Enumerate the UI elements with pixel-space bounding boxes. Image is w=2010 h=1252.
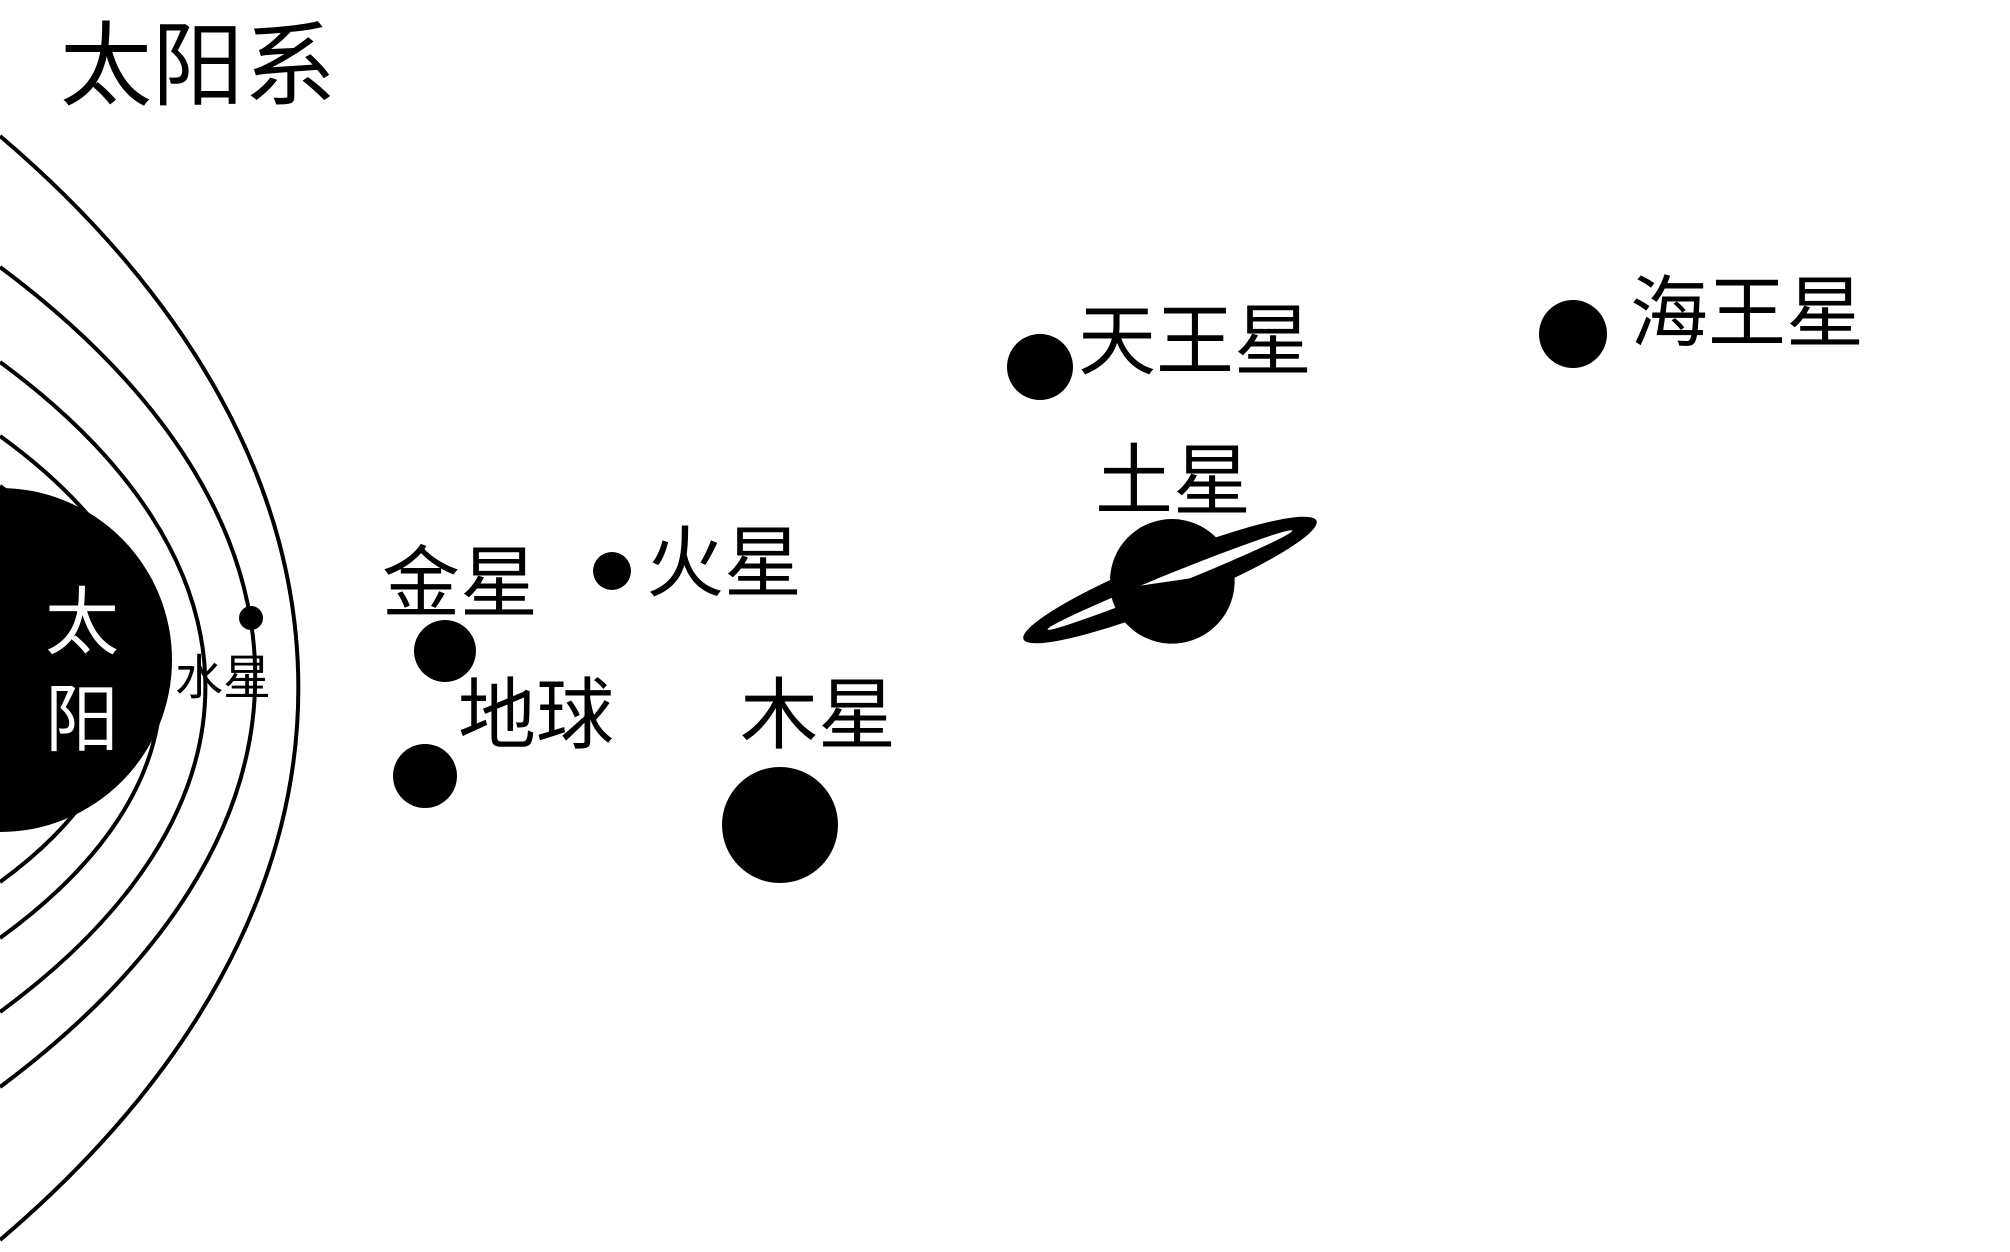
planet-mars: 火星 (593, 519, 802, 609)
saturn-label: 土星 (1095, 437, 1251, 527)
mars-body (593, 552, 631, 590)
diagram-title: 太阳系 (60, 13, 336, 120)
mars-label: 火星 (646, 519, 802, 609)
saturn-body-front (1110, 572, 1235, 644)
planet-venus: 金星 (382, 539, 538, 682)
planet-neptune: 海王星 (1539, 269, 1864, 368)
earth-body (393, 744, 457, 808)
sun-label-line2: 阳 (45, 677, 119, 763)
mercury-body (239, 606, 263, 630)
orbit-uranus (0, 265, 258, 1089)
jupiter-body (722, 767, 838, 883)
saturn-ring-gap (1047, 530, 1293, 630)
venus-label: 金星 (382, 539, 538, 629)
jupiter-label: 木星 (740, 671, 896, 761)
uranus-body (1007, 334, 1073, 400)
sun-disk (0, 488, 172, 832)
neptune-label: 海王星 (1630, 269, 1864, 359)
planet-jupiter: 木星 (722, 671, 896, 883)
sun-label-line1: 太 (45, 580, 119, 666)
uranus-label: 天王星 (1078, 297, 1312, 387)
planet-mercury: 水星 (175, 606, 271, 706)
sun: 太 阳 (0, 488, 172, 832)
orbit-saturn (0, 360, 208, 1014)
planet-saturn: 土星 (1023, 437, 1317, 644)
earth-label: 地球 (458, 671, 614, 761)
mercury-label: 水星 (175, 650, 271, 706)
planet-uranus: 天王星 (1007, 297, 1312, 400)
orbit-neptune (0, 134, 301, 1242)
neptune-body (1539, 300, 1607, 368)
planet-earth: 地球 (393, 671, 614, 808)
venus-body (414, 620, 476, 682)
